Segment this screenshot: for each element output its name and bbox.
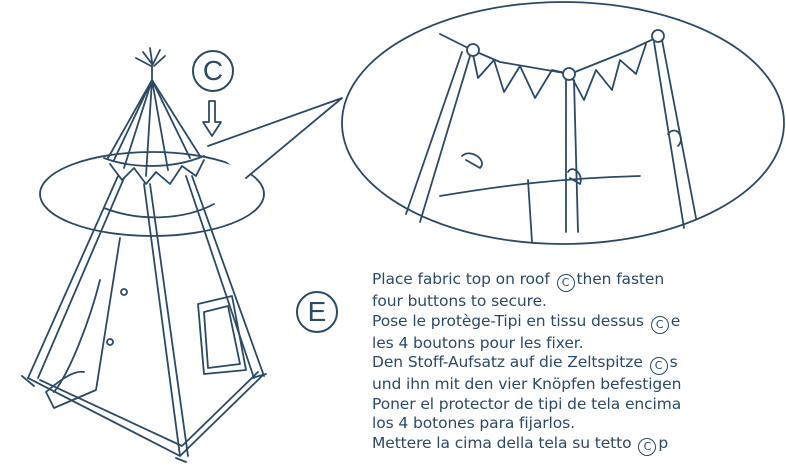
marker-c: C (556, 274, 575, 292)
marker-c: C (650, 315, 669, 334)
callout-label-e: E (296, 291, 338, 333)
marker-c: C (638, 437, 657, 456)
teepee (21, 47, 267, 463)
instruction-es-line2: los 4 botones para fijarlos. (372, 414, 575, 432)
instruction-fr-line2: les 4 boutons pour les fixer. (372, 333, 584, 352)
instruction-de-line2: und ihn mit den vier Knöpfen befestigen (372, 375, 682, 393)
instruction-es-line1: Poner el protector de tipi de tela encim… (372, 394, 682, 413)
zoom-detail-ellipse (341, 1, 785, 245)
marker-c: C (649, 357, 668, 375)
zoom-pointer (207, 97, 343, 179)
instruction-en-line2: four buttons to secure. (372, 292, 547, 310)
zoom-detail-content (405, 29, 697, 243)
detail-area-ellipse (39, 151, 265, 237)
callout-label-c: C (192, 50, 234, 92)
down-arrow-icon (202, 100, 222, 137)
